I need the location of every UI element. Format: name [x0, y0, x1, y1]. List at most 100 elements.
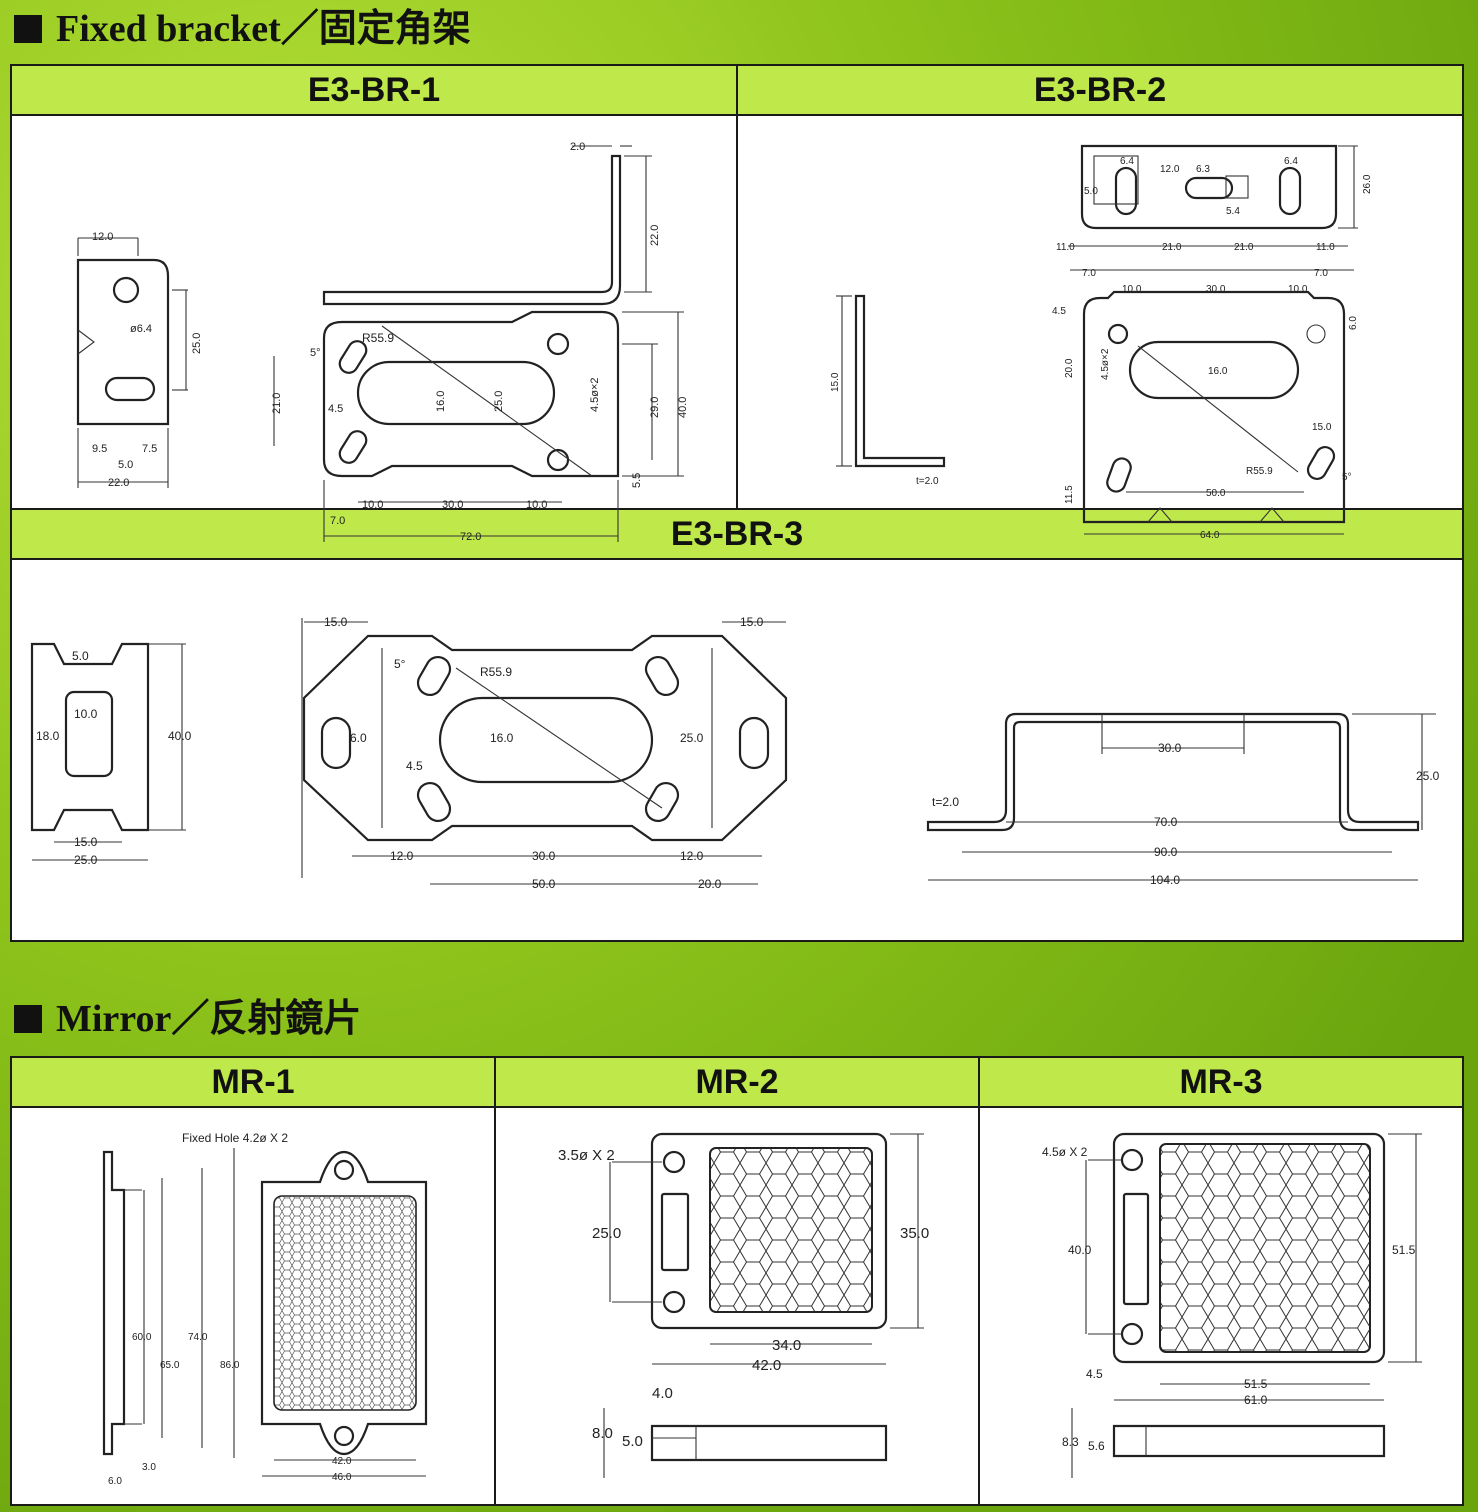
e3-br-1-header: E3-BR-1	[12, 66, 736, 116]
br1-top-view: 2.0 22.0	[322, 141, 661, 306]
square-bullet-icon	[14, 1005, 42, 1033]
br3-dim-l40: 40.0	[168, 729, 192, 743]
br2-dim-b11: 11.0	[1056, 242, 1075, 253]
mr-1-header: MR-1	[12, 1058, 494, 1108]
mr-2-title: MR-2	[695, 1062, 779, 1101]
mr1-dim-3: 3.0	[142, 1462, 156, 1473]
br2-dim-m16: 16.0	[1208, 366, 1228, 377]
br3-dim-s104: 104.0	[1150, 873, 1180, 887]
mr-3-drawing: 4.5ø X 2 40.0 51.5 4.5 51.5 61.0 8.3 5.6	[1042, 1132, 1422, 1478]
e3-br-1-title: E3-BR-1	[307, 70, 441, 109]
br3-dim-p45: 4.5	[406, 759, 423, 773]
br3-side-view: 5.0 10.0 18.0 40.0 15.0 25.0	[30, 642, 192, 867]
br2-dim-m10: 10.0	[1122, 284, 1142, 295]
br3-dim-p20: 20.0	[698, 877, 722, 891]
mr-3-title: MR-3	[1179, 1062, 1263, 1101]
br1-dim-75: 7.5	[142, 443, 157, 455]
br3-dim-s70: 70.0	[1154, 815, 1178, 829]
mr3-dim-515a: 51.5	[1392, 1243, 1416, 1257]
br3-profile-view: 30.0 25.0 t=2.0 70.0 90.0 104.0	[926, 712, 1440, 887]
br2-dim-m60: 6.0	[1348, 316, 1359, 330]
br3-dim-p50: 50.0	[532, 877, 556, 891]
br1-dim-55: 5.5	[631, 473, 643, 488]
mr3-dim-61: 61.0	[1244, 1393, 1268, 1407]
mr3-dim-45: 4.5	[1086, 1367, 1103, 1381]
br3-dim-r: R55.9	[480, 665, 512, 679]
mirror-title-text: Mirror／反射鏡片	[56, 998, 362, 1040]
br3-dim-s90: 90.0	[1154, 845, 1178, 859]
bracket-panel: E3-BR-1 E3-BR-2 E3-BR-3 12.0 25.0 ø6.4 9…	[10, 64, 1464, 942]
br1-side-view: 12.0 25.0 ø6.4 9.5 7.5 5.0 22.0	[76, 231, 203, 489]
br3-plate-view: 15.0 15.0 5° R55.9 6.0 16.0 25.0 4.5 12.…	[301, 615, 788, 891]
br1-dim-64: ø6.4	[130, 323, 152, 335]
mr1-dim-60: 60.0	[132, 1332, 152, 1343]
mr2-dim-34: 34.0	[772, 1337, 801, 1354]
br2-dim-side: 15.0	[830, 372, 841, 392]
mr3-dim-83: 8.3	[1062, 1435, 1079, 1449]
br2-dim-holes: 4.5ø×2	[1100, 348, 1111, 380]
br1-dim-holes: 4.5ø×2	[589, 377, 601, 412]
br2-dim-m20: 20.0	[1064, 358, 1075, 378]
br2-dim-r: R55.9	[1246, 466, 1273, 477]
br3-dim-p30: 30.0	[532, 849, 556, 863]
br1-dim-h22: 22.0	[649, 225, 661, 246]
e3-br-3-drawing: 5.0 10.0 18.0 40.0 15.0 25.0 15.0 15.0	[30, 615, 1440, 891]
br2-dim-b21a: 21.0	[1162, 242, 1182, 253]
e3-br-1-drawing: 12.0 25.0 ø6.4 9.5 7.5 5.0 22.0 2.0 22.0	[76, 141, 689, 543]
mr1-dim-42: 42.0	[332, 1456, 352, 1467]
mr1-dim-46: 46.0	[332, 1472, 352, 1483]
br1-plate-view: R55.9 5° 21.0 4.5 16.0 25.0 4.5ø×2 29.0 …	[271, 310, 689, 543]
mr3-dim-40: 40.0	[1068, 1243, 1092, 1257]
br1-dim-t2: 2.0	[570, 141, 585, 153]
mr1-dim-65: 65.0	[160, 1360, 180, 1371]
mr2-dim-8: 8.0	[592, 1425, 613, 1442]
br3-dim-l18: 18.0	[36, 729, 60, 743]
mr2-dim-4: 4.0	[652, 1385, 673, 1402]
mr2-hole-text: 3.5ø X 2	[558, 1147, 615, 1164]
br2-dim-t50: 5.0	[1084, 186, 1098, 197]
mr-2-header: MR-2	[496, 1058, 978, 1108]
mr-1-drawing: Fixed Hole 4.2ø X 2 60.0 74.0 65.0 86.0 …	[102, 1131, 428, 1487]
mr3-dim-515b: 51.5	[1244, 1377, 1268, 1391]
mr1-hole-text: Fixed Hole 4.2ø X 2	[182, 1131, 288, 1145]
mirror-divider-1	[494, 1058, 496, 1504]
br1-dim-a7: 7.0	[330, 515, 345, 527]
mr1-dim-86: 86.0	[220, 1360, 240, 1371]
br3-dim-l15: 15.0	[74, 835, 98, 849]
br2-dim-m15: 15.0	[1312, 422, 1332, 433]
br1-dim-deg: 5°	[310, 347, 321, 359]
br3-dim-p6: 6.0	[350, 731, 367, 745]
br2-dim-t64a: 6.4	[1120, 156, 1134, 167]
br3-dim-p12b: 12.0	[680, 849, 704, 863]
mr3-dim-56: 5.6	[1088, 1439, 1105, 1453]
fixed-bracket-title-text: Fixed bracket／固定角架	[56, 8, 471, 50]
br3-dim-st: t=2.0	[932, 795, 959, 809]
br2-dim-t64b: 6.4	[1284, 156, 1298, 167]
br1-dim-12: 12.0	[92, 231, 113, 243]
e3-br-2-title: E3-BR-2	[1033, 70, 1167, 109]
br3-dim-l10: 10.0	[74, 707, 98, 721]
br3-dim-p25: 25.0	[680, 731, 704, 745]
fixed-bracket-title: Fixed bracket／固定角架	[14, 8, 471, 50]
mr2-dim-5: 5.0	[622, 1433, 643, 1450]
e3-br-3-header: E3-BR-3	[12, 508, 1462, 560]
br3-dim-p15b: 15.0	[740, 615, 764, 629]
br1-dim-40: 40.0	[677, 397, 689, 418]
br2-dim-b21b: 21.0	[1234, 242, 1254, 253]
br1-dim-a72: 72.0	[460, 531, 481, 543]
square-bullet-icon	[14, 15, 42, 43]
br2-dim-t63: 6.3	[1196, 164, 1210, 175]
mr-3-header: MR-3	[980, 1058, 1462, 1108]
br3-dim-p12a: 12.0	[390, 849, 414, 863]
br2-dim-b11b: 11.0	[1316, 242, 1335, 253]
br1-dim-b10: 10.0	[526, 499, 547, 511]
e3-br-2-drawing: 15.0 t=2.0 6.4 12.0 6.3 6.4 5.0 5.4 26.0…	[830, 144, 1373, 541]
br2-dim-m115: 11.5	[1064, 485, 1075, 504]
mr1-dim-74: 74.0	[188, 1332, 208, 1343]
br1-dim-45: 4.5	[328, 403, 343, 415]
br1-dim-21: 21.0	[271, 393, 283, 414]
mr1-dim-6: 6.0	[108, 1476, 122, 1487]
br2-dim-m10b: 10.0	[1288, 284, 1308, 295]
br2-dim-t12: 12.0	[1160, 164, 1180, 175]
br2-dim-m45: 4.5	[1052, 306, 1066, 317]
